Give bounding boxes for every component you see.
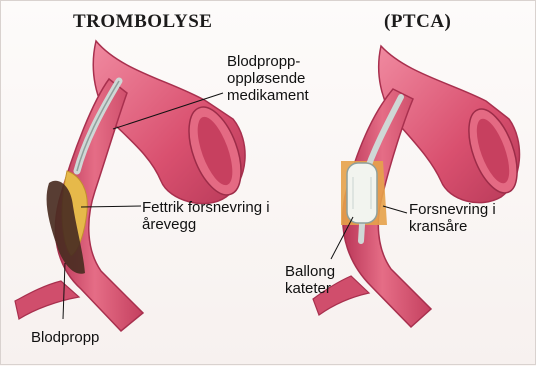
left-panel-title: TROMBOLYSE <box>73 11 212 33</box>
label-coronary-narrowing: Forsnevring i kransåre <box>409 201 496 235</box>
right-artery <box>313 46 527 327</box>
label-fatty-narrowing: Fettrik forsnevring i årevegg <box>142 199 270 233</box>
label-balloon-catheter: Ballong kateter <box>285 263 335 297</box>
label-clot-dissolving-drug: Blodpropp- oppløsende medikament <box>227 53 309 104</box>
right-panel-title: (PTCA) <box>384 11 451 33</box>
left-artery <box>15 41 251 331</box>
label-blood-clot: Blodpropp <box>31 329 99 346</box>
